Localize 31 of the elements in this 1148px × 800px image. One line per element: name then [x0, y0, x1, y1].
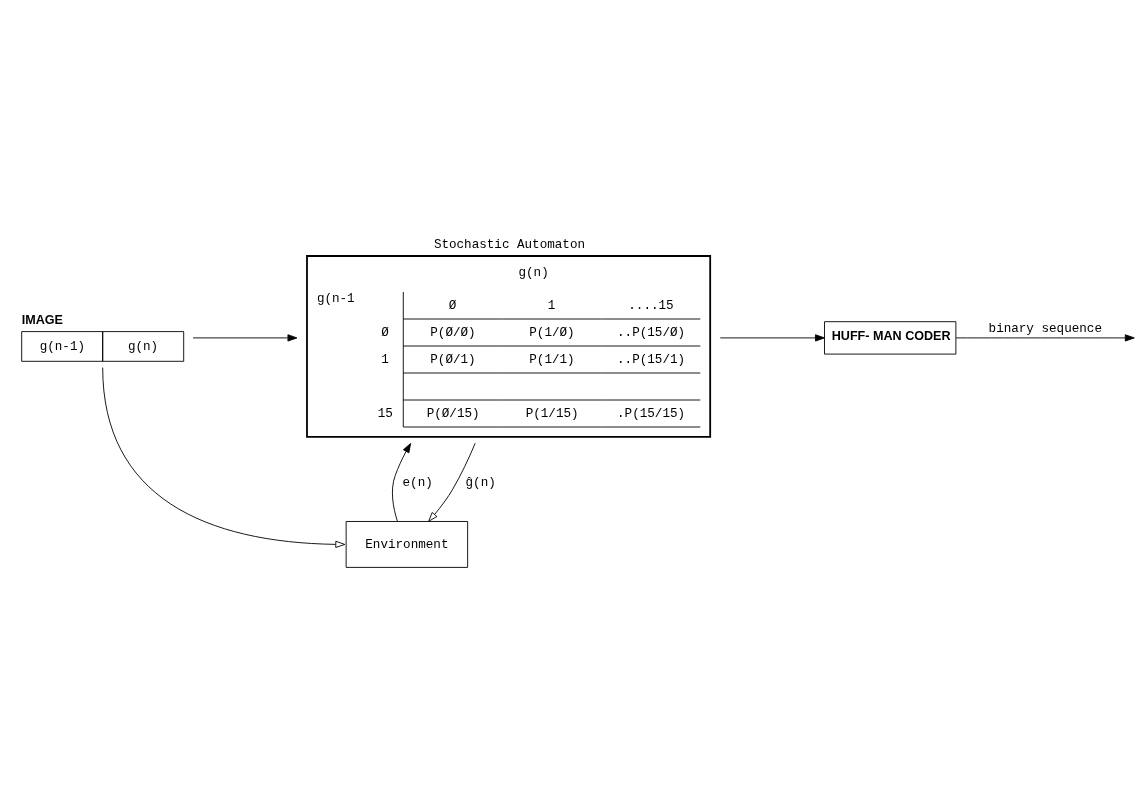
label: P(Ø/15) — [426, 406, 480, 421]
label: 1 — [547, 298, 556, 313]
label: P(1/Ø) — [529, 325, 575, 340]
label: .P(15/15) — [617, 406, 686, 421]
label: P(1/1) — [529, 352, 575, 367]
arrow — [428, 442, 476, 522]
edge-label: ĝ(n) — [465, 475, 496, 490]
node-box: Environment — [345, 521, 469, 568]
label: P(Ø/Ø) — [430, 325, 476, 340]
label: ..P(15/1) — [617, 352, 686, 367]
label: g(n-1 — [316, 292, 355, 307]
arrow — [719, 334, 825, 342]
arrow — [192, 334, 298, 342]
node-label: Stochastic Automaton — [433, 238, 586, 253]
label: P(Ø/1) — [430, 352, 476, 367]
label: P(1/15) — [525, 406, 579, 421]
label: ....15 — [628, 298, 674, 313]
arrow — [955, 334, 1135, 342]
edge-label: e(n) — [402, 475, 433, 490]
label: 1 — [381, 352, 389, 367]
label: Ø — [448, 298, 457, 313]
label: Ø — [381, 325, 389, 340]
label: g(n) — [518, 265, 549, 280]
label: ..P(15/Ø) — [617, 325, 686, 340]
node-box — [306, 255, 712, 438]
edge-label: binary sequence — [988, 321, 1102, 336]
node-label: IMAGE — [21, 312, 63, 327]
node-box: HUFF- MAN CODER — [824, 321, 957, 355]
arrow — [392, 443, 412, 522]
label: 15 — [377, 406, 393, 421]
arrow — [102, 367, 346, 548]
